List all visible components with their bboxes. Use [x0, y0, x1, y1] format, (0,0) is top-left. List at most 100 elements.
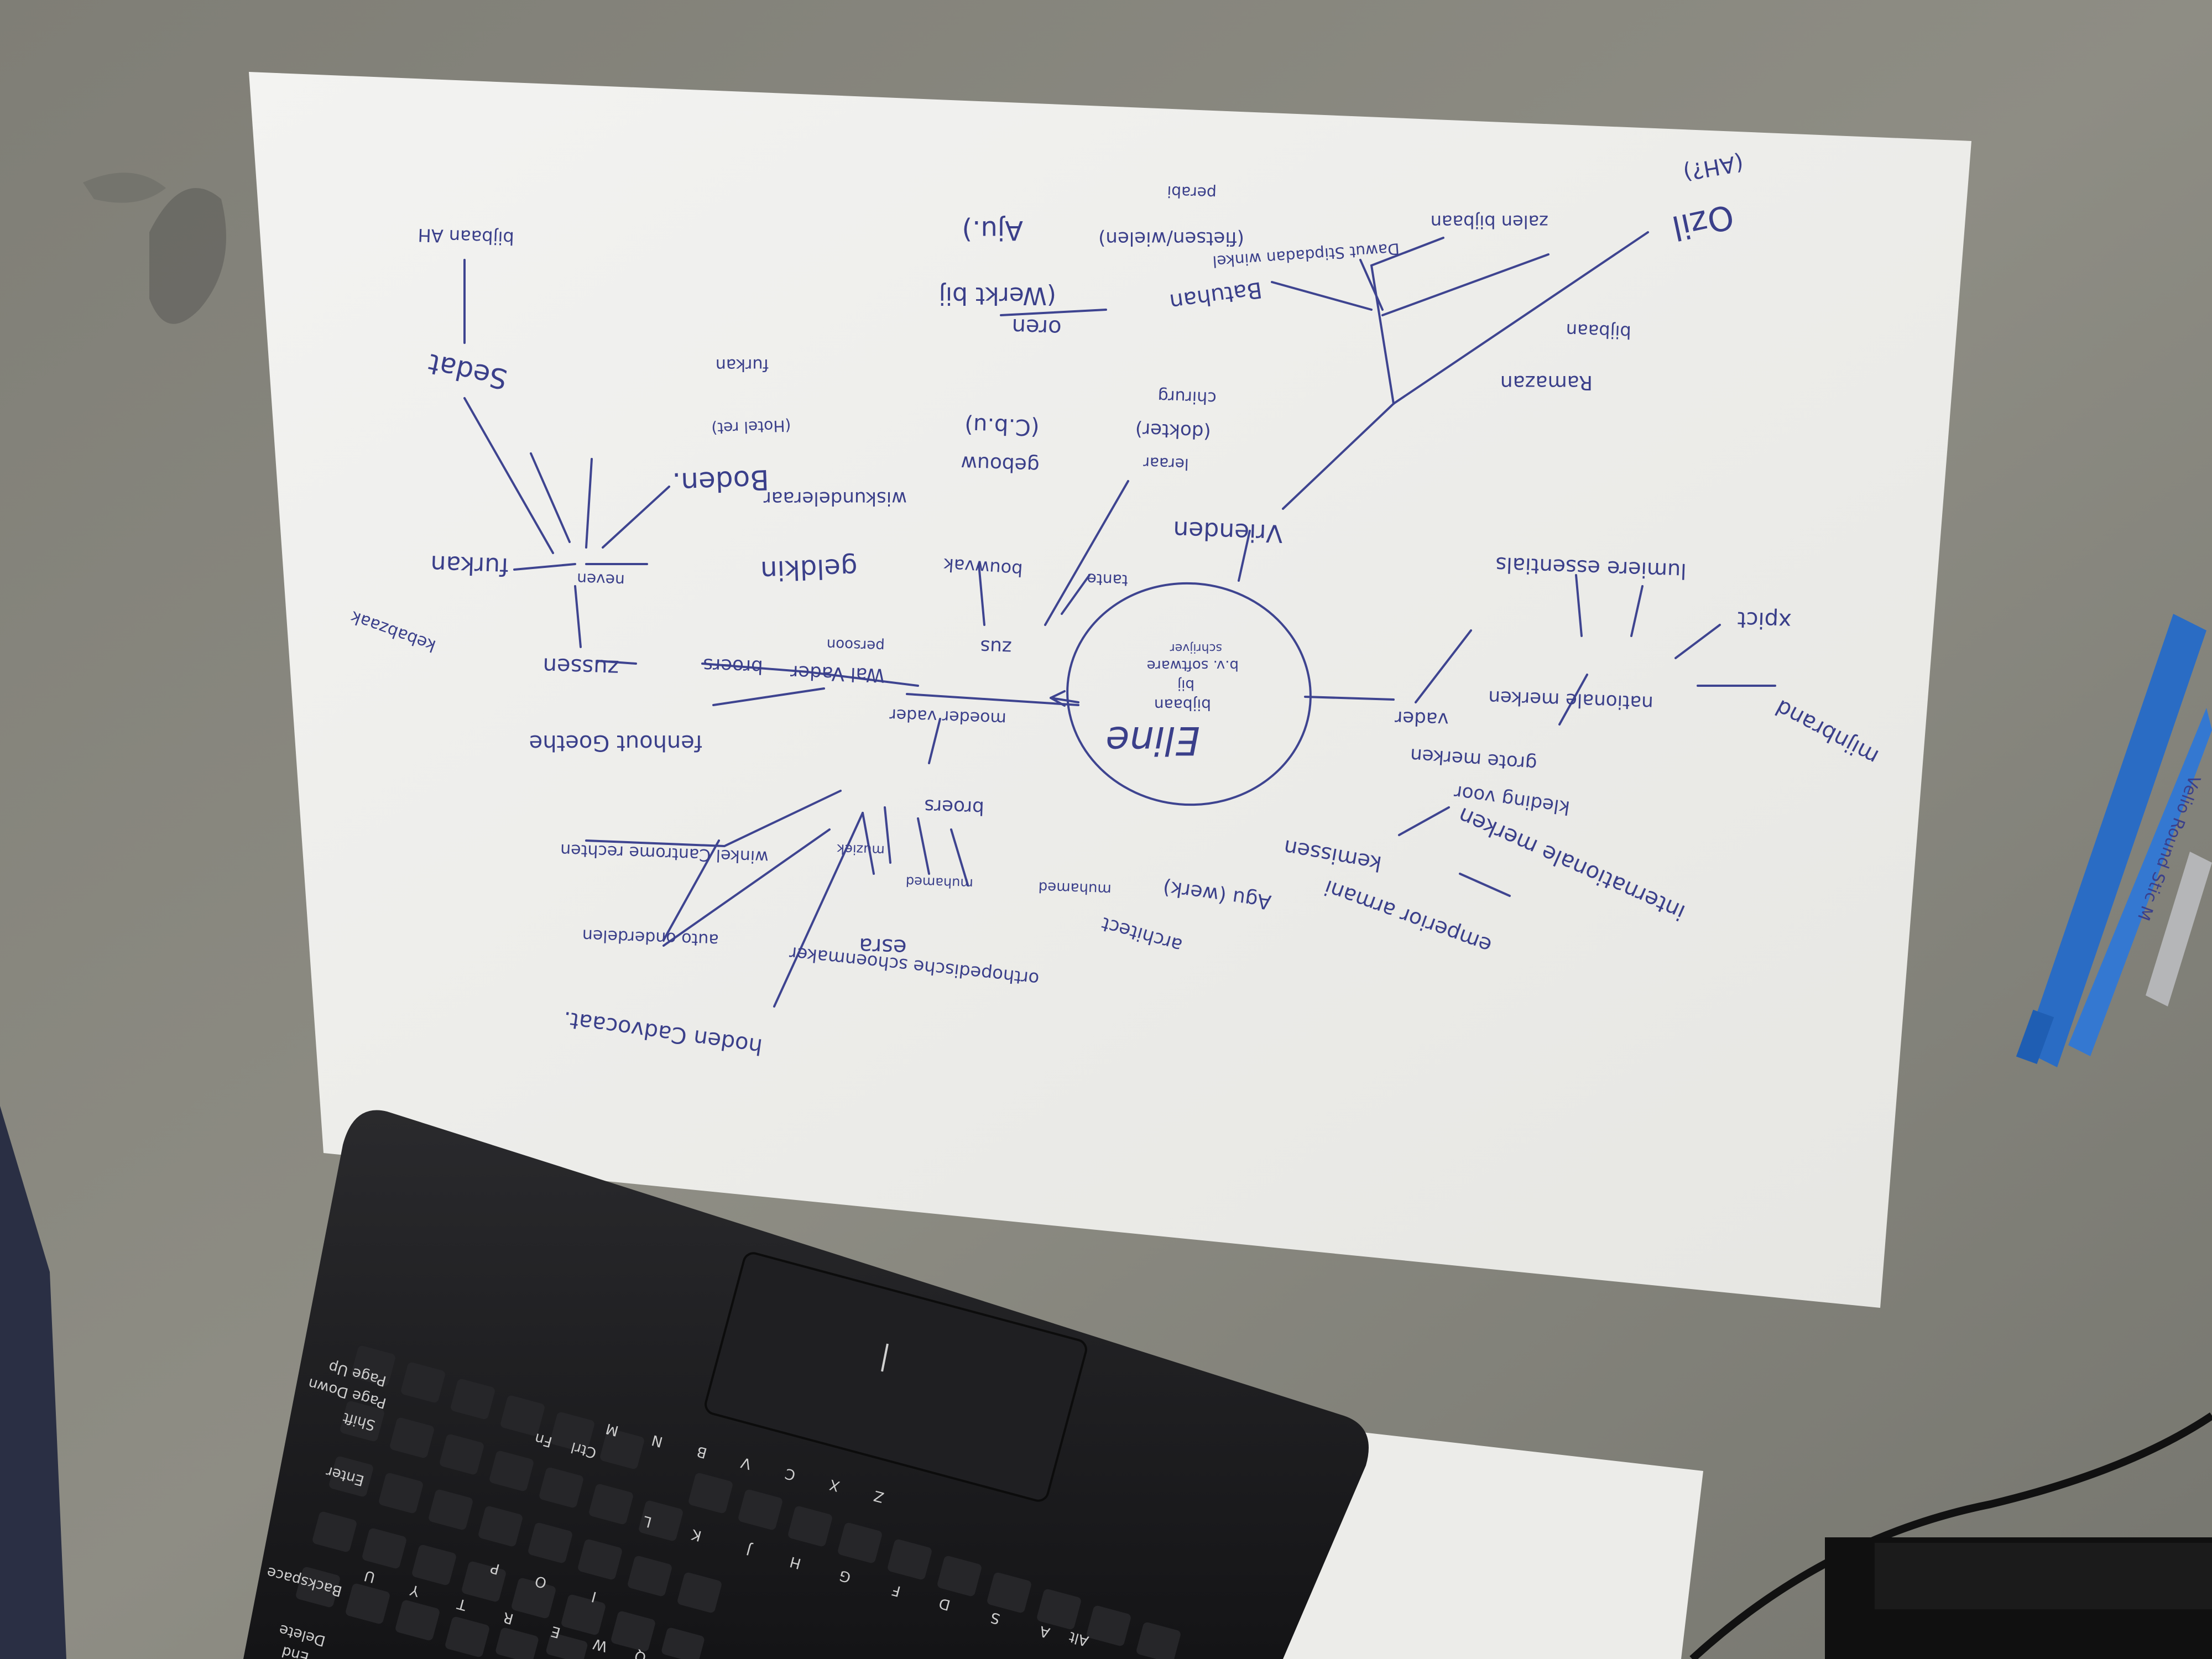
word-muhamed: muhamed: [1038, 878, 1112, 898]
key[interactable]: [411, 1544, 457, 1586]
word-tante: tante: [1087, 570, 1128, 589]
key[interactable]: [311, 1511, 357, 1553]
word-oren: oren: [1011, 314, 1062, 341]
pen-blue-2: [2068, 708, 2212, 1056]
touchpad-divider: [881, 1343, 889, 1372]
word-geldkin: geldkin: [760, 552, 858, 586]
cable: [1689, 1412, 2212, 1659]
word-neven: neven: [577, 570, 625, 589]
word-esra: esra: [858, 933, 907, 960]
key[interactable]: [378, 1472, 424, 1514]
key[interactable]: [444, 1616, 490, 1658]
key[interactable]: [549, 1411, 595, 1453]
key[interactable]: [488, 1450, 534, 1492]
touchpad[interactable]: [703, 1251, 1088, 1503]
word-wal-vader: Wal Vader: [790, 661, 885, 686]
key[interactable]: [350, 1345, 396, 1387]
key[interactable]: [588, 1483, 634, 1525]
key[interactable]: [389, 1417, 435, 1459]
key[interactable]: [737, 1489, 783, 1531]
key[interactable]: [599, 1428, 645, 1470]
key[interactable]: [295, 1566, 341, 1608]
key[interactable]: [1036, 1588, 1082, 1630]
key[interactable]: [837, 1522, 883, 1564]
key[interactable]: [345, 1583, 390, 1625]
key-label-s: S: [989, 1609, 1002, 1627]
key[interactable]: [886, 1538, 932, 1580]
key[interactable]: [328, 1455, 374, 1498]
key[interactable]: [495, 1627, 540, 1659]
key[interactable]: [510, 1577, 556, 1619]
word-boden: Boden.: [672, 463, 770, 499]
word-zus: zus: [980, 635, 1012, 659]
key[interactable]: [627, 1555, 672, 1597]
word-gebouw: gebouw: [961, 451, 1040, 477]
key[interactable]: [661, 1627, 706, 1659]
pen-blue-cap: [2016, 1009, 2054, 1065]
word-muziek: muziek: [837, 841, 885, 858]
mindmap-sheet: Eline bijbaan bij b.v. software schrijve…: [249, 72, 1971, 1308]
word-furkan-2: furkan: [716, 355, 769, 374]
key[interactable]: [477, 1505, 523, 1547]
word-broers-2: broers: [924, 795, 985, 819]
key[interactable]: [499, 1395, 545, 1437]
key[interactable]: [339, 1400, 385, 1442]
key-row-3: [328, 1455, 722, 1614]
key[interactable]: [361, 1527, 407, 1569]
key[interactable]: [400, 1361, 446, 1404]
key-label-p: P: [489, 1559, 502, 1577]
center-line-3: b.v. software: [1147, 657, 1239, 674]
center-line-2: bij: [1177, 676, 1194, 693]
key-label-q: Q: [633, 1647, 648, 1659]
desk-stain: [149, 188, 226, 324]
key[interactable]: [687, 1472, 733, 1514]
key[interactable]: [986, 1572, 1032, 1614]
word-werkt: (Werkt bij: [939, 281, 1056, 310]
word-cbu: (C.b.u): [964, 412, 1040, 440]
key[interactable]: [538, 1467, 584, 1509]
key[interactable]: [638, 1500, 684, 1542]
key[interactable]: [545, 1632, 588, 1659]
key[interactable]: [461, 1561, 507, 1603]
word-fenhout: fenhout Goethe: [529, 730, 702, 755]
key-grid: Q W E R T Y U I O P A S D F G H J K L Z: [265, 1345, 1181, 1659]
key[interactable]: [787, 1505, 833, 1547]
center-line-4: schrijver: [1170, 641, 1222, 655]
word-persoon: persoon: [826, 635, 885, 654]
word-bijbaan-2: bijbaan: [1566, 320, 1631, 343]
word-wiskunde: wiskundeleraar: [764, 487, 907, 509]
key[interactable]: [527, 1522, 573, 1564]
key[interactable]: [936, 1555, 982, 1597]
word-ramazan: Ramazan: [1500, 371, 1593, 394]
word-aju: Aju.): [962, 215, 1023, 246]
key-row-2: [339, 1400, 684, 1542]
word-perabi: perabi: [1167, 182, 1217, 202]
key[interactable]: [560, 1594, 606, 1636]
word-zalen: zalen bijbaan: [1431, 211, 1548, 232]
key-label-e: E: [549, 1623, 562, 1641]
key[interactable]: [427, 1489, 473, 1531]
center-title: Eline: [1105, 718, 1200, 763]
word-auto: auto onderdelen: [582, 925, 719, 950]
word-zussen: zussen: [542, 653, 620, 681]
key[interactable]: [450, 1378, 495, 1420]
word-moeder: moeder vader: [889, 705, 1006, 728]
key[interactable]: [676, 1572, 722, 1614]
key[interactable]: [394, 1599, 440, 1641]
keyboard: Q W E R T Y U I O P A S D F G H J K L Z: [243, 1110, 1369, 1659]
dark-cloth: [0, 1106, 66, 1659]
word-dokter: (dokter): [1135, 418, 1211, 443]
key[interactable]: [610, 1610, 656, 1652]
word-broers: broers: [703, 654, 764, 678]
key[interactable]: [439, 1433, 484, 1475]
key[interactable]: [1135, 1621, 1181, 1659]
key[interactable]: [577, 1538, 623, 1580]
pen-silver: [2146, 852, 2212, 1006]
key-row-5: [295, 1566, 588, 1659]
key[interactable]: [1086, 1605, 1131, 1647]
word-xpict: xpict: [1737, 607, 1792, 634]
word-hotel: (Hotel ret): [711, 416, 791, 437]
word-fiets: (fietsen/wielen): [1098, 227, 1244, 249]
key-row-6: [687, 1472, 1181, 1659]
branch-lines: [463, 231, 1776, 1008]
